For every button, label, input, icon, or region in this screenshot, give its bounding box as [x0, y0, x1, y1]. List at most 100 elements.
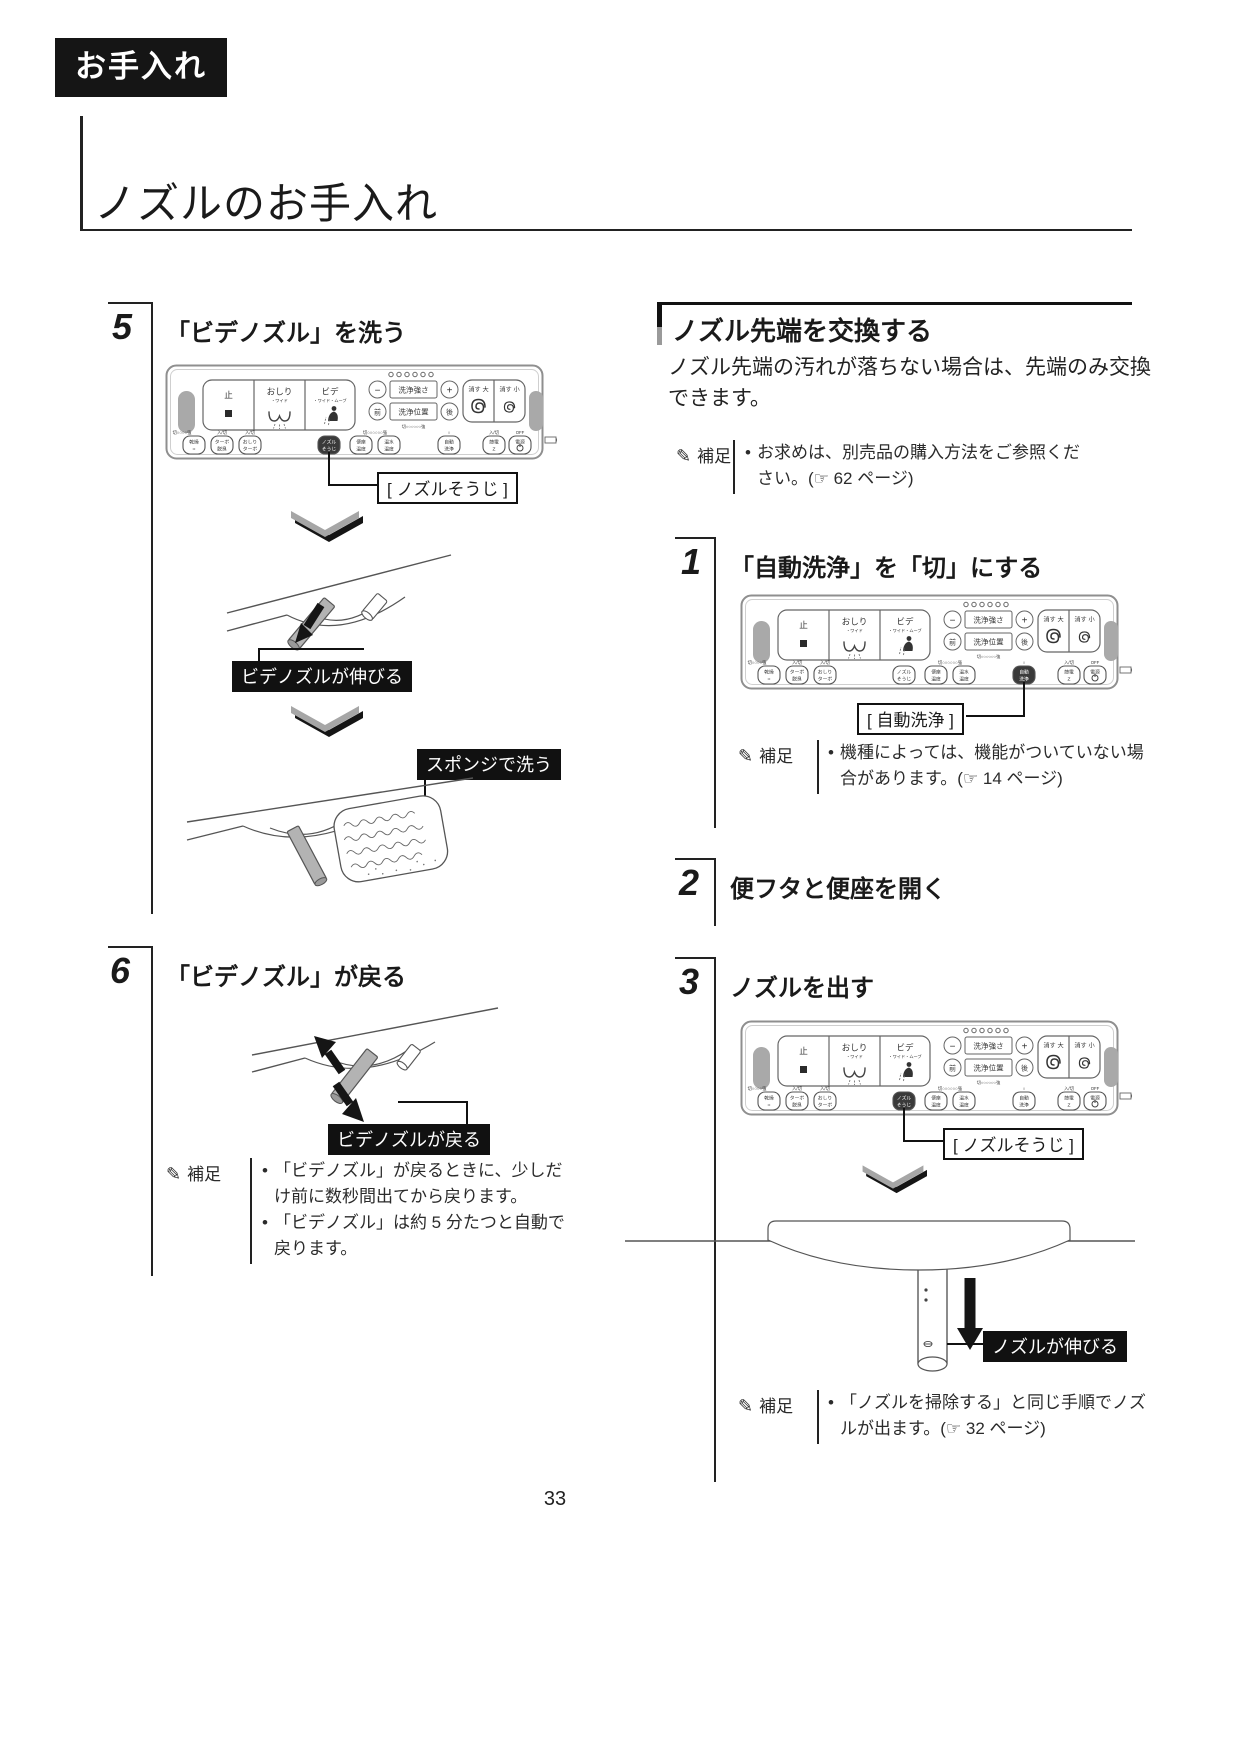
dryer-button: 乾燥≈ — [757, 665, 781, 685]
strength-minus-label: − — [950, 1042, 956, 1053]
position-back-label: 後 — [1021, 1064, 1028, 1073]
nozzle-clean-button: ノズルそうじ — [892, 665, 916, 685]
callout-line — [1023, 682, 1025, 717]
svg-text:ターボ: ターボ — [215, 439, 230, 446]
step3-number: 3 — [679, 961, 700, 1002]
remote-right-grip — [1104, 1047, 1118, 1087]
svg-text:脱臭: 脱臭 — [792, 1102, 802, 1109]
sponge — [333, 795, 449, 883]
dryer-button: 乾燥≈ — [182, 435, 206, 455]
svg-text:自動: 自動 — [444, 439, 454, 446]
label-line — [258, 648, 260, 664]
svg-text:Z: Z — [1068, 1103, 1071, 1109]
remote-left-grip — [753, 621, 770, 663]
remote-step3: 止 おしり ・ワイド ビデ ・ワイド・ムーブ − 洗浄強さ + — [740, 1020, 1132, 1116]
bidet-button-label: ビデ — [321, 386, 339, 397]
oshiri-spray-icon — [268, 411, 291, 422]
scale-marks: 切○○○○○○強 — [977, 1079, 1001, 1086]
svg-text:温度: 温度 — [384, 446, 394, 453]
svg-text:・ワイド: ・ワイド — [846, 1054, 863, 1059]
svg-text:OFF: OFF — [1091, 1086, 1100, 1091]
svg-text:ターボ: ターボ — [243, 446, 258, 453]
bidet-person-icon — [899, 1062, 913, 1082]
step1-note: ✎補足 •機種によっては、機能がついていない場合があります。(☞ 14 ページ) — [738, 740, 1168, 794]
strength-label: 洗浄強さ — [973, 1041, 1003, 1051]
position-front-label: 前 — [949, 638, 956, 647]
power-icon — [1091, 674, 1099, 682]
svg-text:便座: 便座 — [931, 669, 941, 676]
auto-flush-button: 自動洗浄 — [1012, 1091, 1036, 1111]
section-bar — [657, 305, 662, 345]
power-save-button: 節電Z — [482, 435, 506, 455]
svg-text:入/切: 入/切 — [792, 1085, 802, 1092]
remote-step1: 止 おしり ・ワイド ビデ ・ワイド・ムーブ − 洗浄強さ + — [740, 594, 1132, 690]
toilet-nozzle-illustration — [625, 1218, 1135, 1372]
down-chevron-icon — [291, 511, 363, 542]
svg-text:節電: 節電 — [1064, 1095, 1074, 1102]
nozzle-extend-label: ビデノズルが伸びる — [232, 661, 412, 692]
sponge-wash-label: スポンジで洗う — [417, 749, 561, 780]
oshiri-spray-icon — [843, 641, 866, 652]
callout-line — [903, 1108, 905, 1142]
svg-text:Z: Z — [493, 447, 496, 453]
callout-line — [903, 1140, 943, 1142]
pencil-icon: ✎ — [738, 1396, 754, 1416]
svg-text:便座: 便座 — [356, 439, 366, 446]
svg-text:・ワイド・ムーブ: ・ワイド・ムーブ — [888, 627, 922, 633]
step3-title: ノズルを出す — [730, 975, 874, 1002]
svg-text:脱臭: 脱臭 — [792, 676, 802, 683]
flush-small-label: 消す 小 — [1074, 616, 1095, 624]
svg-text:おしり: おしり — [818, 1095, 832, 1102]
bidet-nozzle-extend-illustration — [225, 545, 455, 651]
step1-topline — [675, 537, 716, 539]
position-label: 洗浄位置 — [398, 407, 429, 417]
stop-icon — [225, 410, 232, 417]
return-double-arrow-icon — [314, 1036, 364, 1122]
down-chevron-icon — [291, 706, 363, 737]
battery-icon — [1119, 1092, 1132, 1100]
remote-left-grip — [753, 1047, 770, 1089]
svg-text:自動: 自動 — [1019, 669, 1029, 676]
nozzle — [917, 1267, 948, 1365]
title-rule — [80, 229, 1132, 231]
bidet-button-label: ビデ — [896, 616, 914, 627]
svg-text:○: ○ — [1023, 1086, 1026, 1091]
oshiri-button-label: おしり — [842, 617, 868, 627]
svg-text:ターボ: ターボ — [790, 669, 805, 676]
step6-title: 「ビデノズル」が戻る — [166, 964, 406, 991]
step3-note: ✎補足 •「ノズルを掃除する」と同じ手順でノズルが出ます。(☞ 32 ページ) — [738, 1390, 1168, 1444]
step3-vline — [714, 957, 716, 1482]
step2-title: 便フタと便座を開く — [730, 876, 946, 903]
note-label: 補足 — [759, 1397, 794, 1416]
svg-text:入/切: 入/切 — [217, 429, 227, 436]
note-item: •お求めは、別売品の購入方法をご参照ください。(☞ 62 ページ) — [745, 443, 1080, 488]
svg-text:洗浄: 洗浄 — [1019, 1102, 1029, 1109]
svg-text:電源: 電源 — [1090, 669, 1100, 676]
svg-text:おしり: おしり — [243, 439, 257, 446]
wash-adjust-group: − 洗浄強さ + 前 洗浄位置 後 切○○○○○○強 — [368, 371, 459, 430]
power-save-button: 節電Z — [1057, 665, 1081, 685]
svg-text:ターボ: ターボ — [818, 676, 833, 683]
remote-left-grip — [178, 391, 195, 433]
step5-number: 5 — [112, 306, 133, 347]
svg-text:入/切: 入/切 — [820, 659, 830, 666]
down-chevron-icon — [862, 1165, 927, 1194]
svg-text:温度: 温度 — [931, 676, 941, 683]
svg-text:そうじ: そうじ — [897, 676, 912, 683]
flush-small-label: 消す 小 — [1074, 1042, 1095, 1050]
svg-text:ノズル: ノズル — [897, 1095, 912, 1102]
wash-button-group: 止 おしり ・ワイド ビデ ・ワイド・ムーブ — [777, 609, 931, 661]
oshiri-button-label: おしり — [842, 1043, 868, 1053]
page-title: ノズルのお手入れ — [94, 180, 439, 227]
section-tab: お手入れ — [55, 38, 227, 97]
step1-number: 1 — [681, 541, 702, 582]
position-label: 洗浄位置 — [973, 1063, 1004, 1073]
step2-number: 2 — [679, 862, 700, 903]
svg-text:節電: 節電 — [1064, 669, 1074, 676]
wash-button-group: 止 おしり ・ワイド ビデ ・ワイド・ムーブ — [777, 1035, 931, 1087]
